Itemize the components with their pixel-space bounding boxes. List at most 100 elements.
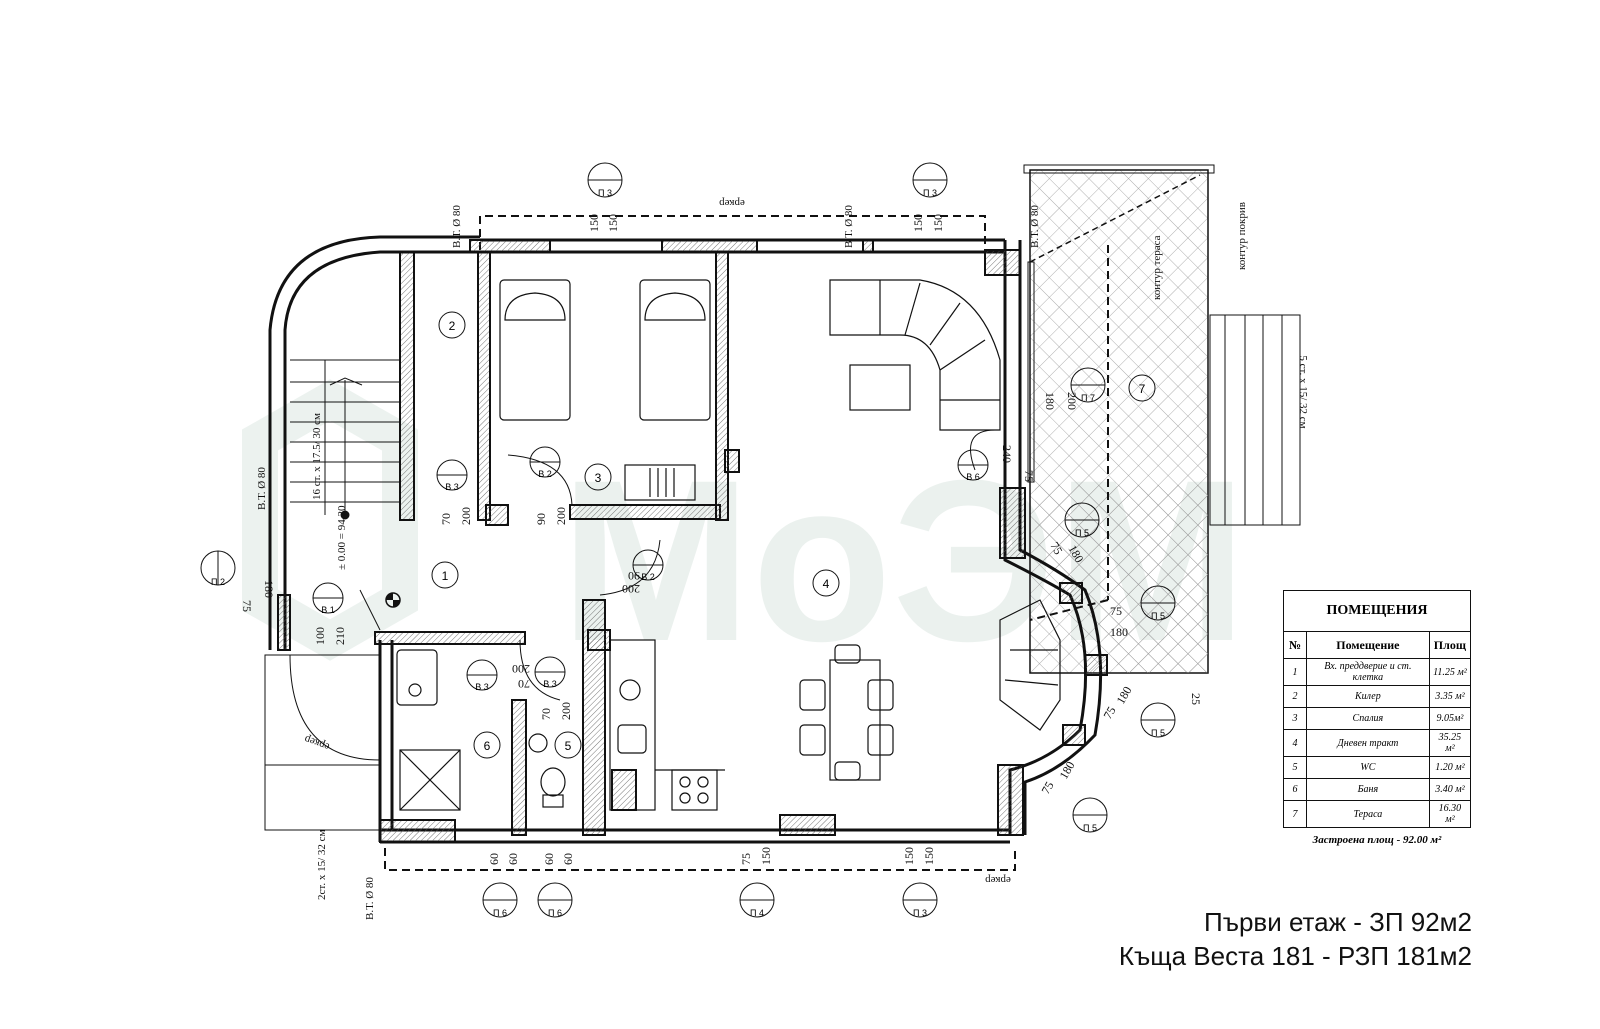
svg-text:П 5: П 5 bbox=[1151, 728, 1165, 738]
svg-text:В 2: В 2 bbox=[538, 469, 552, 479]
svg-text:6: 6 bbox=[484, 739, 491, 753]
inner-staircase bbox=[290, 359, 400, 520]
sofa bbox=[829, 279, 1001, 431]
svg-text:70: 70 bbox=[518, 677, 530, 691]
kitchen bbox=[609, 639, 725, 811]
legend-header-no: № bbox=[1283, 631, 1307, 659]
svg-text:200: 200 bbox=[512, 662, 530, 676]
svg-text:5 ст. х 15/ 32 см: 5 ст. х 15/ 32 см bbox=[1297, 355, 1309, 428]
svg-text:В 2: В 2 bbox=[641, 572, 655, 582]
door-marker-room2: В 3 bbox=[436, 459, 468, 492]
svg-text:П 6: П 6 bbox=[548, 908, 562, 918]
dimension-labels: 150 150 150 150 60 60 60 60 75 150 150 1… bbox=[240, 214, 1203, 865]
room-5-label: 5 bbox=[554, 731, 582, 759]
svg-text:75: 75 bbox=[1100, 704, 1118, 721]
window-marker-bottom-4: П 3 bbox=[902, 882, 938, 918]
annotation-labels: еркер еркер еркер В.Т. Ø 80 В.Т. Ø 80 В.… bbox=[256, 197, 1309, 920]
svg-text:200: 200 bbox=[459, 507, 473, 525]
svg-text:75: 75 bbox=[240, 600, 254, 612]
svg-text:В 3: В 3 bbox=[475, 682, 489, 692]
svg-text:В 6: В 6 bbox=[966, 472, 980, 482]
svg-text:240: 240 bbox=[1000, 445, 1014, 463]
svg-text:70: 70 bbox=[439, 513, 453, 525]
svg-text:В.Т. Ø 80: В.Т. Ø 80 bbox=[843, 205, 855, 248]
window-marker-terrace-1: П 7 bbox=[1070, 367, 1106, 403]
svg-text:П 5: П 5 bbox=[1151, 611, 1165, 621]
svg-text:200: 200 bbox=[1065, 392, 1079, 410]
svg-text:180: 180 bbox=[1056, 759, 1077, 782]
legend-header-room: Помещение bbox=[1306, 631, 1430, 659]
svg-text:П 3: П 3 bbox=[923, 188, 937, 198]
terrace-stairs bbox=[1209, 314, 1301, 526]
svg-text:180: 180 bbox=[1043, 392, 1057, 410]
window-marker-top-2: П 3 bbox=[912, 162, 948, 198]
svg-text:еркер: еркер bbox=[985, 874, 1011, 886]
room-labels: 1 2 3 4 5 6 7 bbox=[431, 311, 1156, 759]
svg-text:В.Т. Ø 80: В.Т. Ø 80 bbox=[256, 467, 268, 510]
window-marker-bay-1: П 5 bbox=[1064, 502, 1100, 538]
svg-text:210: 210 bbox=[333, 627, 347, 645]
dining-set bbox=[799, 644, 894, 781]
window-marker-bottom-2: П 6 bbox=[537, 882, 573, 918]
svg-text:П 4: П 4 bbox=[750, 908, 764, 918]
svg-text:1: 1 bbox=[442, 569, 449, 583]
svg-text:60: 60 bbox=[506, 853, 520, 865]
svg-text:90: 90 bbox=[628, 569, 640, 583]
plan-caption: Първи етаж - ЗП 92м2 Къща Веста 181 - РЗ… bbox=[1119, 905, 1472, 973]
svg-text:2ст. х 15/ 32 см: 2ст. х 15/ 32 см bbox=[316, 829, 328, 900]
svg-text:150: 150 bbox=[911, 214, 925, 232]
door-markers: В 1 В 3 В 2 В 2 В 6 В 3 В 3 bbox=[312, 446, 989, 692]
svg-text:75: 75 bbox=[1038, 779, 1056, 796]
svg-text:П 5: П 5 bbox=[1083, 823, 1097, 833]
window-marker-bay-3: П 5 bbox=[1140, 702, 1176, 738]
bay-seating bbox=[999, 599, 1061, 731]
svg-text:75: 75 bbox=[1110, 604, 1122, 618]
window-marker-top-1: П 3 bbox=[587, 162, 623, 198]
svg-text:150: 150 bbox=[922, 847, 936, 865]
room-1-label: 1 bbox=[431, 561, 459, 589]
svg-text:75: 75 bbox=[739, 853, 753, 865]
legend-total-area: Застроена площ - 92.00 м² bbox=[1312, 834, 1442, 846]
svg-text:7: 7 bbox=[1139, 382, 1146, 396]
door-marker-bath: В 3 bbox=[466, 659, 498, 692]
svg-text:контур тераса: контур тераса bbox=[1151, 235, 1163, 300]
svg-text:еркер: еркер bbox=[302, 733, 331, 753]
wall-blocks bbox=[277, 239, 1108, 843]
svg-text:150: 150 bbox=[759, 847, 773, 865]
svg-text:70: 70 bbox=[539, 708, 553, 720]
svg-text:200: 200 bbox=[559, 702, 573, 720]
svg-text:100: 100 bbox=[313, 627, 327, 645]
svg-text:200: 200 bbox=[622, 582, 640, 596]
svg-text:± 0.00 = 94.20: ± 0.00 = 94.20 bbox=[336, 505, 348, 570]
svg-text:В.Т. Ø 80: В.Т. Ø 80 bbox=[451, 205, 463, 248]
svg-text:16 ст. х 17.5/ 30 см: 16 ст. х 17.5/ 30 см bbox=[311, 413, 323, 500]
eaves-contour bbox=[384, 215, 1109, 871]
level-marker bbox=[385, 592, 401, 608]
svg-text:90: 90 bbox=[534, 513, 548, 525]
svg-text:В.Т. Ø 80: В.Т. Ø 80 bbox=[364, 877, 376, 920]
svg-text:200: 200 bbox=[554, 507, 568, 525]
caption-line-1: Първи етаж - ЗП 92м2 bbox=[1204, 907, 1472, 937]
svg-text:В 3: В 3 bbox=[445, 482, 459, 492]
beds bbox=[499, 279, 711, 501]
legend-title: ПОМЕЩЕНИЯ bbox=[1283, 590, 1471, 632]
svg-text:5: 5 bbox=[565, 739, 572, 753]
room-7-label: 7 bbox=[1128, 374, 1156, 402]
svg-text:60: 60 bbox=[561, 853, 575, 865]
svg-text:60: 60 bbox=[487, 853, 501, 865]
entry-stairs bbox=[264, 654, 381, 831]
svg-text:В.Т. Ø 80: В.Т. Ø 80 bbox=[1029, 205, 1041, 248]
svg-text:П 2: П 2 bbox=[211, 577, 225, 587]
svg-text:П 5: П 5 bbox=[1075, 528, 1089, 538]
svg-text:П 3: П 3 bbox=[598, 188, 612, 198]
caption-line-2: Къща Веста 181 - РЗП 181м2 bbox=[1118, 941, 1472, 971]
